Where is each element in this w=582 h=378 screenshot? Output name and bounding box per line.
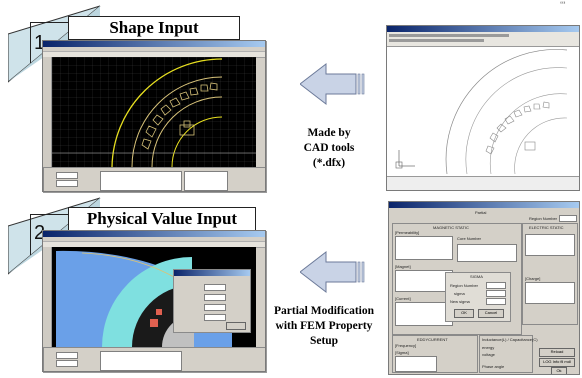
region-number-label: Region Number [529,216,558,221]
motor-shape-drawing [52,57,256,168]
sigma-title: SIGMA [470,274,483,279]
energy-label: energy [482,345,495,350]
cad-command-line[interactable] [387,176,579,190]
coord-field-x2[interactable] [56,352,78,359]
permeability-table[interactable] [395,236,453,260]
window-menubar [43,47,265,52]
form-title: Partial [475,210,487,215]
property-form-window: Partial Region Number MAGNETIC STATIC [P… [388,201,580,375]
fem-caption-line1: Partial Modification [274,305,374,317]
side-toolbar-2 [43,247,52,347]
coord-field-x[interactable] [56,172,78,179]
log-output-3 [100,351,182,371]
sigma-ok-button[interactable]: OK [454,309,474,318]
form-titlebar [389,202,579,208]
reload-button[interactable]: Reload [539,348,575,357]
inductance-label: Inductance(L) / Capacitance(C) [482,337,538,342]
fem-caption-line2: with FEM Property [275,320,373,332]
new-sigma-label: New sigma [450,299,470,304]
sigma-cancel-button[interactable]: Cancel [478,309,504,318]
fem-caption: Partial Modification with FEM Property S… [266,304,382,349]
cad-caption-line2: CAD tools [303,142,355,154]
window-menubar-2 [43,237,265,242]
sigma-region-input[interactable] [486,282,506,289]
status-panel-2 [43,347,265,371]
voltage-label: voltage [482,352,495,357]
magnetic-title: MAGNETIC STATIC [433,225,469,230]
cad-drawing [395,49,568,175]
log-output-2 [184,171,228,191]
magnet-label: [Magnet] [395,264,411,269]
dialog-ok-button[interactable] [226,322,246,330]
dialog-field-2[interactable] [204,294,226,301]
core-table[interactable] [457,244,517,262]
coord-field-y[interactable] [56,180,78,187]
charge-label: [Charge] [525,276,541,281]
dialog-field-3[interactable] [204,304,226,311]
shape-canvas [52,57,256,168]
dialog-titlebar [174,270,250,276]
cad-caption-line1: Made by [307,127,351,139]
fem-caption-line3: Setup [309,335,339,347]
log-output [100,171,182,191]
cad-window [386,25,580,191]
step1-frame [30,22,76,63]
status-panel [43,167,265,191]
arrow-left-icon [300,62,365,106]
electric-title: ELECTRIC STATIC [529,225,564,230]
cad-caption: Made by CAD tools (*.dfx) [290,126,368,171]
sigma-section-label: [Sigma] [395,350,409,355]
step1-number: 1 [34,32,46,54]
permeability-label: [Permeability] [395,230,420,235]
eddy-title: EDDYCURRENT [417,337,448,342]
magnetic-group: MAGNETIC STATIC [Permeability] Core Numb… [392,223,522,335]
electric-group: ELECTRIC STATIC [Charge] [522,223,578,325]
phase-angle-label: Phase angle [482,364,505,369]
current-table[interactable] [395,302,453,326]
dialog-field-4[interactable] [204,314,226,321]
cad-caption-line3: (*.dfx) [312,157,346,169]
cad-toolbars [387,32,579,47]
current-label: [Current] [395,296,411,301]
cad-titlebar [387,26,579,32]
property-dialog [173,269,251,333]
step2-title: Physical Value Input [68,207,256,231]
dialog-field-1[interactable] [204,284,226,291]
sigma-dialog: SIGMA Region Number sigma New sigma OK C… [445,272,511,322]
inductance-group: Inductance(L) / Capacitance(C) energy vo… [479,335,538,373]
window-titlebar-2 [43,231,265,237]
side-toolbar [43,57,52,169]
sigma-region-label: Region Number [450,283,479,288]
arrow-left-icon [300,250,365,294]
region-number-input[interactable] [559,215,577,222]
electric-perm-table[interactable] [525,234,575,256]
sigma-label: sigma [454,291,465,296]
ok-button[interactable]: Ok [551,367,567,374]
step1-title: Shape Input [68,16,240,40]
charge-table[interactable] [525,282,575,304]
field-canvas [52,247,256,347]
frequency-label: [Frequency] [395,343,417,348]
coord-field-y2[interactable] [56,360,78,367]
core-number-label: Core Number [457,236,482,241]
new-sigma-input[interactable] [486,298,506,305]
step2-frame [30,214,76,255]
step2-number: 2 [34,222,46,244]
window-titlebar [43,41,265,47]
save-log-button[interactable]: LOG Info fil mdl [539,358,575,367]
physical-value-window [42,230,266,372]
eddy-group: EDDYCURRENT [Frequency] [Sigma] [392,335,478,373]
sigma-input[interactable] [486,290,506,297]
eddy-table[interactable] [395,356,437,372]
corner-glyphs: ‘‘‘ [560,0,566,10]
shape-input-window [42,40,266,192]
